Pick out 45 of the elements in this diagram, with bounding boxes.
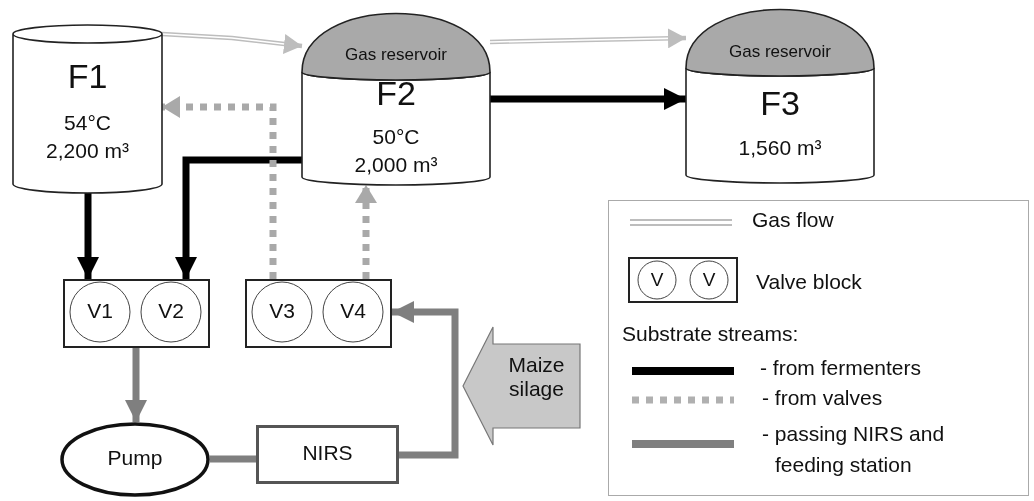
valve-letter: V — [702, 269, 716, 291]
valve-circle — [140, 281, 202, 343]
tank-label: 50°C — [372, 125, 420, 150]
feed-arrow — [463, 327, 580, 445]
arrow — [490, 88, 686, 110]
arrow — [175, 156, 302, 279]
node-label: NIRS — [302, 441, 353, 466]
reservoir-label: Gas reservoir — [345, 45, 447, 65]
legend-label: - passing NIRS and feeding station — [762, 421, 946, 478]
arrow — [392, 301, 459, 459]
valve-circle — [69, 281, 131, 343]
valve-block — [63, 279, 210, 348]
tank-label: F2 — [376, 74, 416, 114]
legend-label: - from fermenters — [760, 356, 922, 381]
tank-label: 2,200 m³ — [46, 139, 129, 164]
gas-flow-arrow — [161, 31, 303, 54]
fermenter-tank — [302, 12, 490, 185]
valve-circle — [251, 281, 313, 343]
gas-flow-arrow — [489, 28, 687, 49]
arrow — [125, 348, 147, 422]
valve-letter: V — [650, 269, 664, 291]
node-label: V3 — [269, 299, 295, 324]
node-label: V1 — [87, 299, 113, 324]
legend-label: - from valves — [762, 386, 883, 411]
pump-ellipse — [60, 422, 210, 497]
dashed-arrow — [355, 185, 377, 279]
tank-label: 54°C — [64, 111, 111, 136]
nirs-box — [256, 425, 399, 484]
legend-label: Valve block — [756, 270, 862, 295]
tank-label: 1,560 m³ — [738, 136, 822, 161]
tank-label: F1 — [67, 57, 108, 97]
valve-block — [245, 279, 392, 348]
tank-label: F3 — [760, 84, 800, 124]
node-label: Pump — [107, 446, 163, 471]
legend-heading: Substrate streams: — [622, 322, 799, 347]
reservoir-label: Gas reservoir — [729, 42, 831, 62]
tank-label: 2,000 m³ — [354, 153, 438, 178]
legend-label: Gas flow — [752, 208, 834, 233]
node-label: V2 — [158, 299, 184, 324]
node-label: Maize silage — [507, 353, 566, 402]
pipe-line — [210, 455, 256, 463]
fermenter-tank — [686, 8, 874, 183]
node-label: V4 — [340, 299, 366, 324]
fermenter-tank — [13, 25, 162, 193]
valve-circle — [322, 281, 384, 343]
